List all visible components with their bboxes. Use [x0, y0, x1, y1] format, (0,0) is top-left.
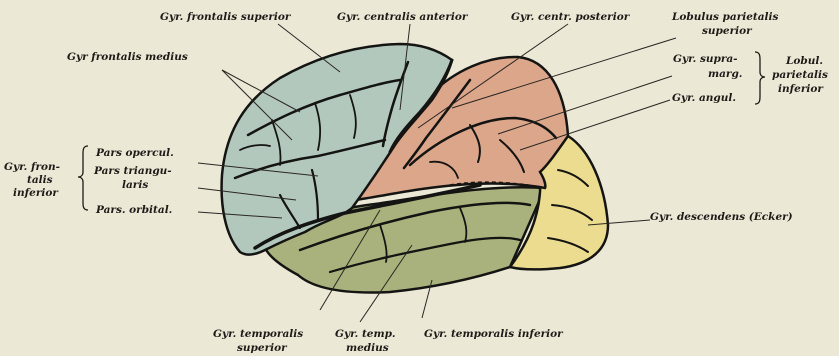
label-pars-orbital: Pars. orbital.: [95, 204, 172, 216]
label-gyr-temporalis-superior-2: superior: [237, 342, 288, 354]
label-gyr-temporalis-inferior: Gyr. temporalis inferior: [424, 328, 564, 340]
label-lobulus-superior: superior: [702, 25, 753, 37]
label-gyr-supramarg-2: marg.: [708, 68, 742, 80]
label-gyr-centr-posterior: Gyr. centr. posterior: [511, 11, 631, 23]
label-gyr-angul: Gyr. angul.: [672, 92, 736, 104]
label-gyr-temporalis-superior-1: Gyr. temporalis: [213, 328, 303, 340]
label-gyr-supramarg-1: Gyr. supra-: [673, 53, 738, 65]
label-inferior-frontal: inferior: [13, 187, 59, 199]
label-lobul: Lobul.: [785, 55, 823, 67]
label-gyr-descendens: Gyr. descendens (Ecker): [650, 211, 793, 223]
label-laris: laris: [122, 179, 148, 191]
label-parietalis: parietalis: [772, 69, 828, 81]
label-gyr-temp-medius-2: medius: [346, 342, 389, 354]
label-lobulus-parietalis: Lobulus parietalis: [671, 11, 779, 23]
label-pars-triangu: Pars triangu-: [93, 165, 172, 177]
label-gyr-frontalis-medius: Gyr frontalis medius: [67, 51, 188, 63]
label-pars-opercul: Pars opercul.: [95, 147, 174, 159]
label-gyr-temp-medius-1: Gyr. temp.: [335, 328, 396, 340]
label-talis: talis: [27, 174, 53, 186]
label-gyr-fron: Gyr. fron-: [4, 161, 60, 173]
label-gyr-frontalis-superior: Gyr. frontalis superior: [160, 11, 292, 23]
label-gyr-centralis-anterior: Gyr. centralis anterior: [337, 11, 469, 23]
label-inferior-parietal: inferior: [778, 83, 824, 95]
